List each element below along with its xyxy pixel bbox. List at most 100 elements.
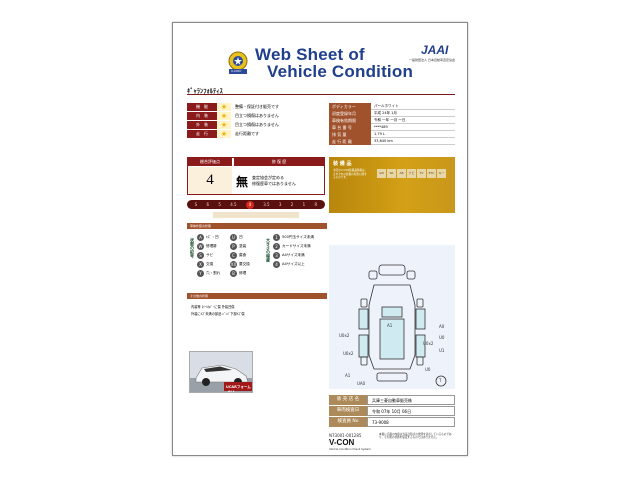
legend-right-heading: 大きさの程度 <box>266 238 271 262</box>
dealer-value: 令和 07年 10月 06日 <box>367 406 455 416</box>
damage-label: U0x2 <box>339 333 350 338</box>
spec-row: ボディカラーパールホワイト <box>329 103 455 110</box>
legend-code: X <box>197 261 204 268</box>
damage-label: U0 <box>439 335 445 340</box>
score-scale-step: S <box>194 202 198 207</box>
legend-text: 腐食 <box>239 253 247 257</box>
other-notes-line-1: 内装等 ｽｲｰﾙｶﾊﾞｰに傷 外装凹傷 <box>191 305 235 309</box>
score-scale-step: 1 <box>302 202 306 207</box>
spec-row: 車 台 番 号****489 <box>329 124 455 131</box>
spec-label: ボディカラー <box>329 103 371 110</box>
title-line-2: Vehicle Condition <box>267 62 414 81</box>
spec-value: ****489 <box>371 124 455 131</box>
score-scale-step: 5 <box>218 202 221 207</box>
legend-text: 穴・割れ <box>206 271 221 275</box>
score-scale-step: R <box>314 202 318 207</box>
legend-code: A <box>197 234 204 241</box>
legend-code: U <box>230 234 237 241</box>
damage-label: U1 <box>439 348 445 353</box>
damage-label: A1 <box>345 373 351 378</box>
car-photo-icon <box>190 352 252 392</box>
dealer-value: 兵庫三菱自動車販売株 <box>367 395 455 405</box>
scale-note: 強・弱&準全損ありは評価対象外 <box>213 212 299 228</box>
history-text-1: 査定協会が定める <box>252 175 284 180</box>
damage-label: U0x2 <box>423 341 434 346</box>
condition-row: 外 装 ★ 目立つ損傷はありません <box>187 121 325 129</box>
legend-text: A4サイズ以上 <box>282 262 305 266</box>
equipment-note-text: 今回のV-CON装備品情報は、それぞれの装備の有無に関するものです。 <box>333 169 368 179</box>
legend-code: W <box>197 243 204 250</box>
spec-value: 平成 24年 1月 <box>371 110 455 117</box>
legend-text: ｷｽﾞ・凹 <box>206 235 219 239</box>
dealer-label: 販 売 店 名 <box>329 395 367 405</box>
legend-text: 交換 <box>206 262 214 266</box>
spec-row: 初度登録年月平成 24年 1月 <box>329 110 455 117</box>
jaai-subtitle: 一般財団法人 日本自動車査定協会 <box>409 58 455 62</box>
legend-title: 車体外装の状態 <box>187 223 327 229</box>
equipment-item: ナビ <box>407 169 416 178</box>
legend-code: 4 <box>273 261 280 268</box>
condition-text: 整備・保証付き販売です <box>235 104 279 109</box>
vehicle-name: ｷﾞｬﾗﾝﾌｫﾙﾃｨｽ <box>187 87 223 95</box>
spec-value: パールホワイト <box>371 103 455 110</box>
car-photo: UCARフォーム_ALL <box>189 351 253 393</box>
spec-label: 排 気 量 <box>329 131 371 138</box>
history-big: 無 <box>236 175 249 189</box>
photo-caption: UCARフォーム_ALL <box>226 385 251 393</box>
score-scale-step: 3.5 <box>263 202 270 207</box>
spec-value: 令和 一年 一月 一日 <box>371 117 455 124</box>
legend-text: カードサイズ未満 <box>282 244 311 248</box>
spec-label: 車 台 番 号 <box>329 124 371 131</box>
score-scale-step: 4.5 <box>230 202 237 207</box>
legend-text: 凹 <box>239 235 243 239</box>
spec-value: 1.79 L <box>371 131 455 138</box>
equipment-item: AW <box>377 169 386 178</box>
spec-value: 33,640 km <box>371 138 455 145</box>
legend-text: 修理 <box>239 271 247 275</box>
spec-label: 初度登録年月 <box>329 110 371 117</box>
dealer-row: 車両検査日令和 07年 10月 06日 <box>329 406 455 416</box>
condition-label: 外 装 <box>187 121 217 129</box>
condition-label: 走 行 <box>187 130 217 138</box>
score-box: 総合評価点 修 復 歴 4 無 査定協会が定める 修復歴車ではありません <box>187 157 325 195</box>
dealer-label: 検査員 No <box>329 417 367 427</box>
spec-row: 車検有効期限令和 一年 一月 一日 <box>329 117 455 124</box>
legend-text: 要交換 <box>239 262 250 266</box>
footer-logo: V-CON <box>329 438 355 447</box>
damage-label: UA0 <box>357 381 366 386</box>
score-label: 総合評価点 <box>188 158 232 166</box>
score-scale-step: 6 <box>206 202 210 207</box>
history-label: 修 復 歴 <box>234 158 324 166</box>
dealer-row: 販 売 店 名兵庫三菱自動車販売株 <box>329 395 455 405</box>
score-scale-step: 4 <box>245 200 254 209</box>
legend-text: 塗装 <box>239 244 247 248</box>
legend-code: B <box>230 270 237 277</box>
other-notes-title: その他の状態 <box>187 293 327 299</box>
vcon-badge-text: V-CON <box>231 69 241 73</box>
footer-disclaimer: 本書に記載の内容は当該日時点の状態を表示しているものであり、その後の状態を保証す… <box>379 433 452 440</box>
star-icon: ★ <box>217 121 231 129</box>
damage-label: U0x2 <box>343 351 354 356</box>
vcon-laurel-icon <box>228 51 248 74</box>
legend-code: S <box>197 252 204 259</box>
legend-left-heading: 状態の記号 <box>190 238 195 258</box>
specs-table: ボディカラーパールホワイト 初度登録年月平成 24年 1月 車検有効期限令和 一… <box>329 103 455 145</box>
